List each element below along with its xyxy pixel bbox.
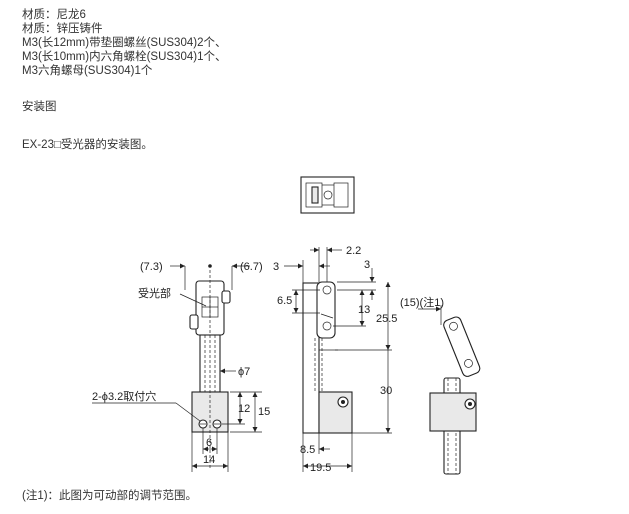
dim-15: 15 — [258, 406, 270, 418]
dim-14: 14 — [203, 454, 215, 466]
dim-6: 6 — [206, 437, 212, 449]
drawing-subtitle: EX-23□受光器的安装图。 — [22, 139, 153, 151]
accessory-bolt: M3(长10mm)内六角螺栓(SUS304)1个、 — [22, 51, 227, 63]
dim-25-5: 25.5 — [376, 313, 397, 325]
dim-phi7: ϕ7 — [238, 366, 250, 378]
dim-6-7: (6.7) — [240, 261, 263, 273]
dim-13: 13 — [358, 304, 370, 316]
hole-label: 2-ϕ3.2取付穴 — [92, 389, 156, 403]
top-view — [300, 176, 355, 214]
dim-15-note: (15)(注1) — [400, 295, 444, 309]
dim-30: 30 — [380, 385, 392, 397]
dim-12: 12 — [238, 403, 250, 415]
side-dimensions: 2.2 3 3 6.5 13 25.5 — [273, 245, 397, 474]
material-zinc: 材质：锌压铸件 — [22, 23, 103, 35]
accessory-nut: M3六角螺母(SUS304)1个 — [22, 65, 153, 77]
material-nylon: 材质：尼龙6 — [22, 9, 86, 21]
dim-2-2: 2.2 — [346, 245, 361, 257]
adjusted-view: (15)(注1) — [400, 295, 481, 475]
accessory-screw: M3(长12mm)带垫圈螺丝(SUS304)2个、 — [22, 37, 227, 49]
dim-8-5: 8.5 — [300, 444, 315, 456]
side-view — [302, 281, 353, 434]
receiver-label: 受光部 — [138, 286, 171, 300]
dim-3-left: 3 — [273, 261, 279, 273]
dim-3-right: 3 — [364, 259, 370, 271]
dim-19-5: 19.5 — [310, 462, 331, 474]
section-title: 安装图 — [22, 101, 57, 113]
dim-6-5: 6.5 — [277, 295, 292, 307]
footnote: (注1)：此图为可动部的调节范围。 — [22, 490, 198, 502]
front-view — [189, 270, 231, 470]
dim-7-3: (7.3) — [140, 261, 163, 273]
front-dimensions: (7.3) (6.7) 受光部 ϕ7 2-ϕ3.2取付穴 12 15 — [92, 261, 270, 472]
